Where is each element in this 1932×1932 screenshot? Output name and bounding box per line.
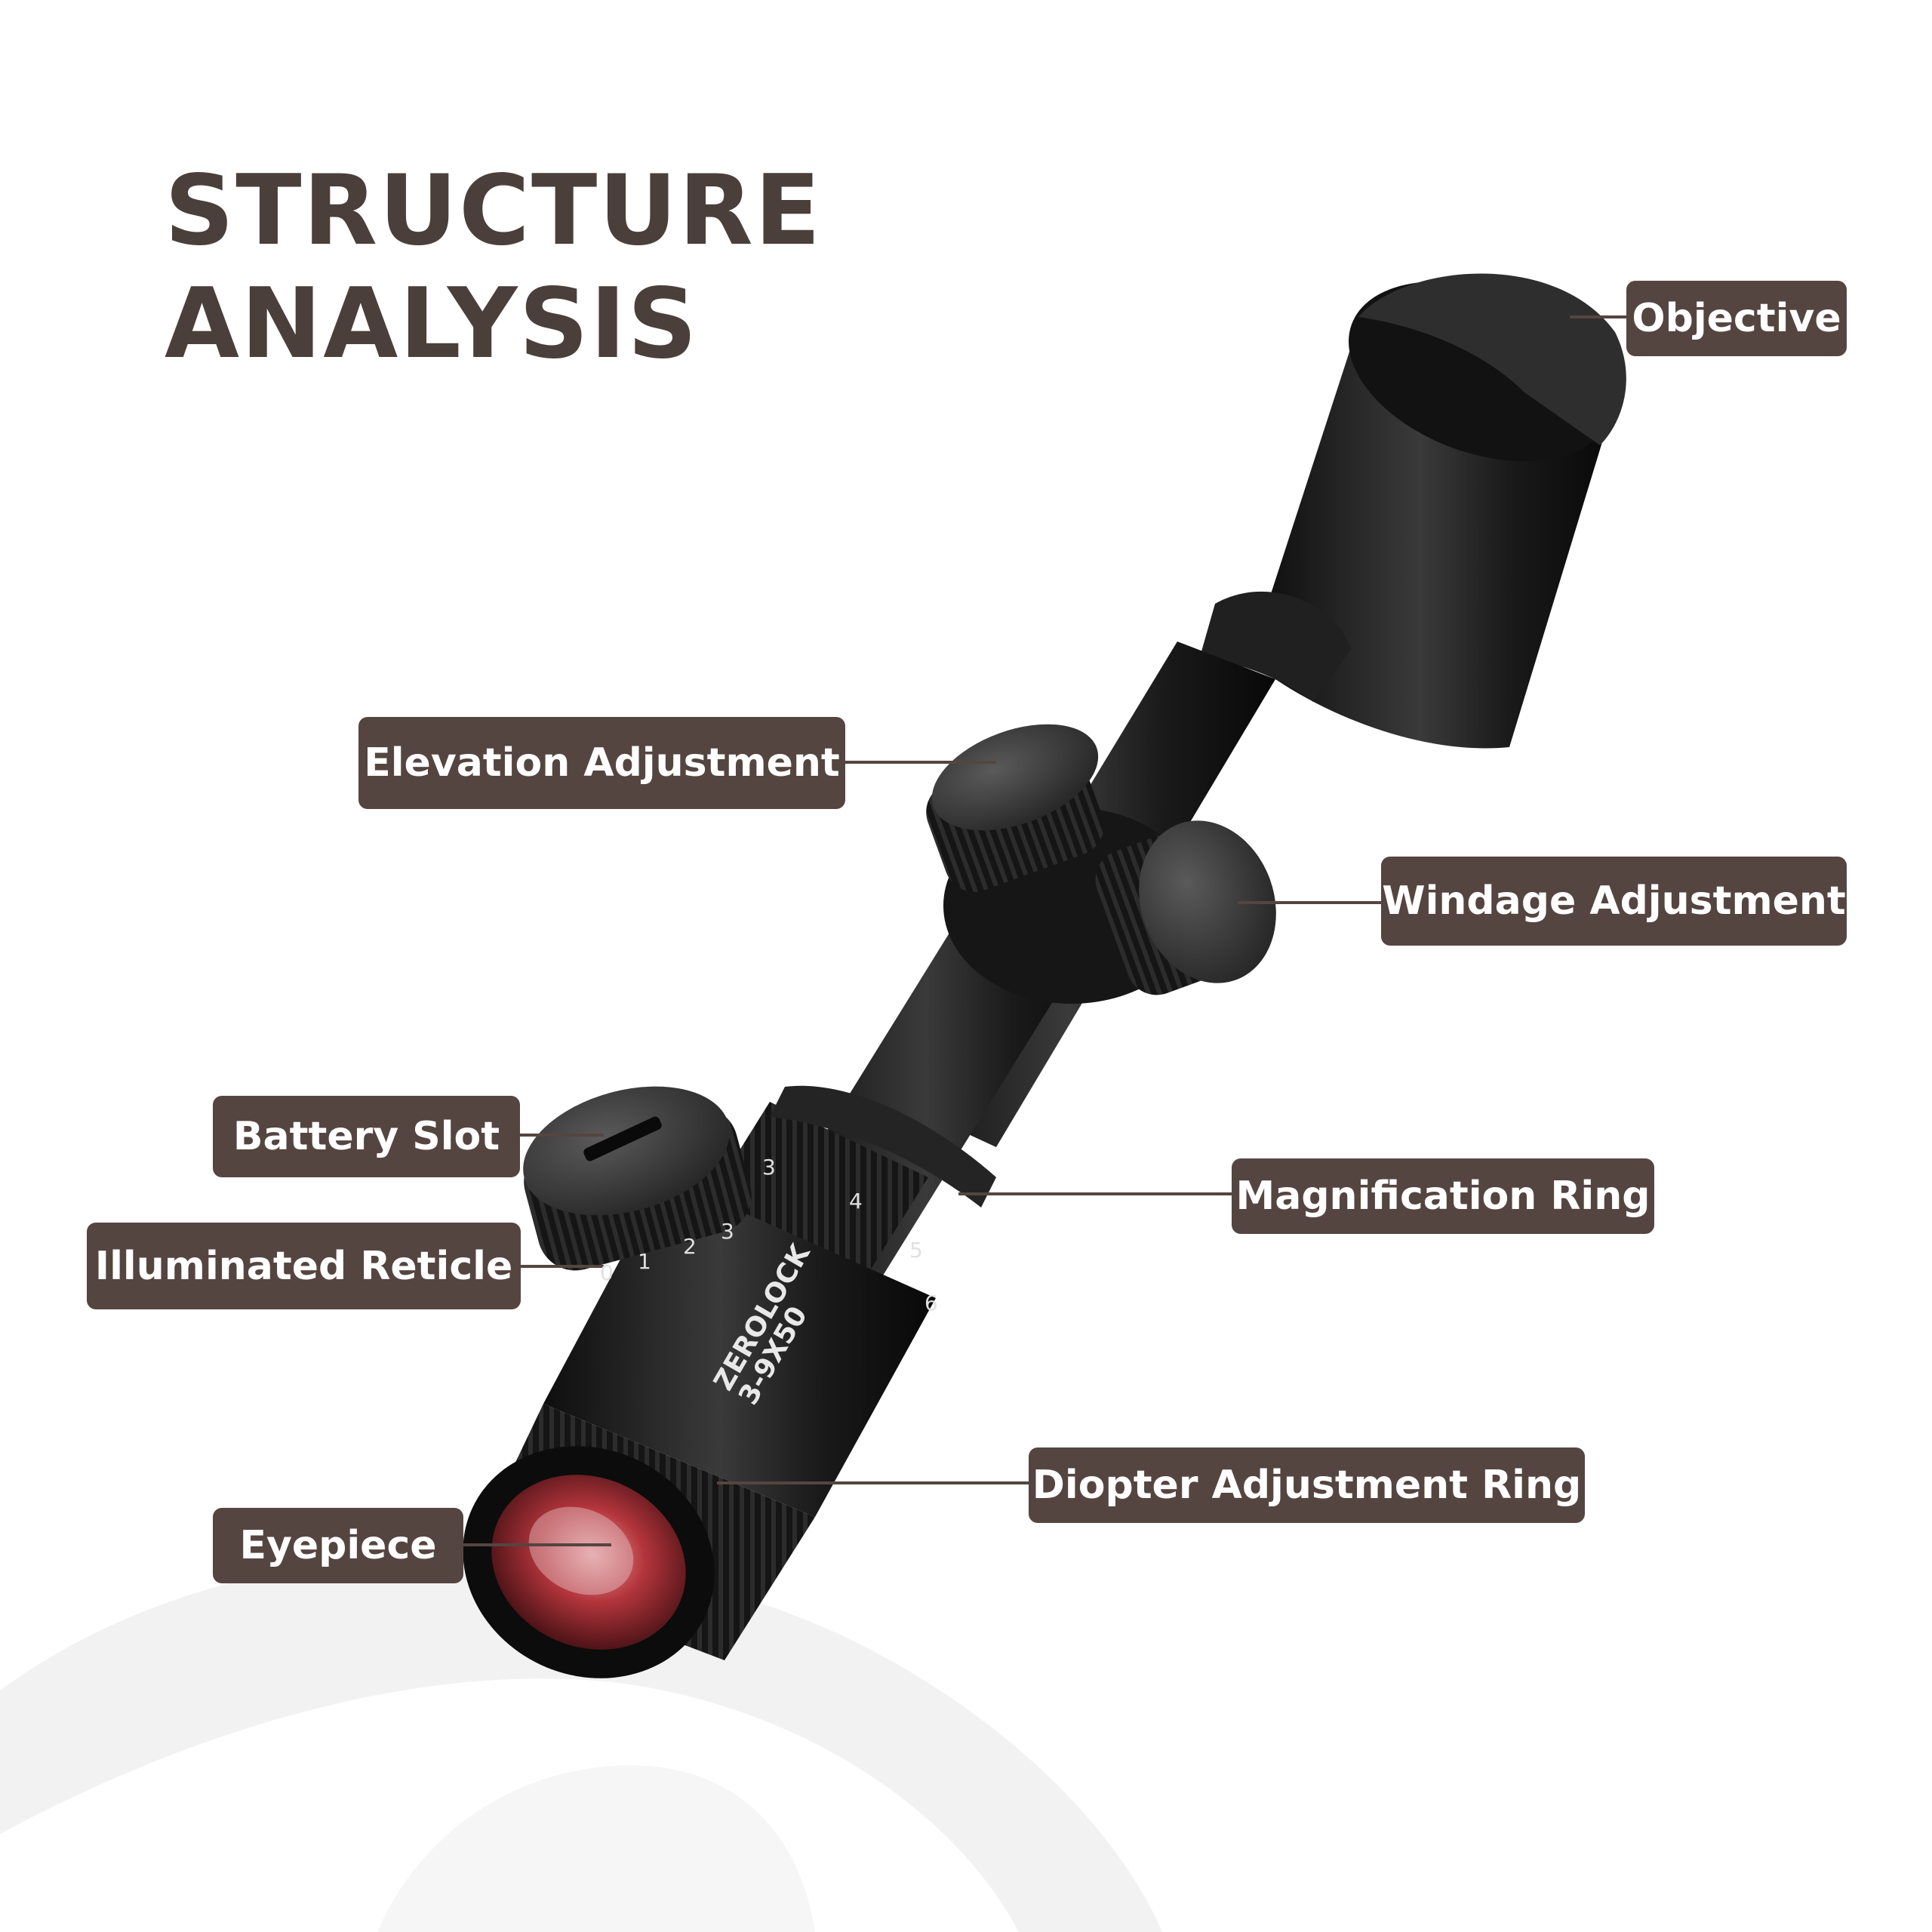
label-elevation-adjustment: Elevation Adjustment: [358, 717, 845, 809]
watermark-logo: [0, 1554, 1162, 1932]
title-line-2: ANALYSIS: [165, 268, 699, 380]
windage-turret: [1095, 820, 1276, 995]
label-diopter-adjustment-ring: Diopter Adjustment Ring: [1029, 1447, 1585, 1523]
dial-number: 2: [683, 1234, 697, 1259]
dial-number: 3: [721, 1219, 734, 1244]
label-illuminated-reticle: Illuminated Reticle: [87, 1223, 521, 1309]
dial-number: 5: [909, 1238, 923, 1263]
dial-number: 4: [849, 1189, 863, 1214]
dial-number: 6: [924, 1291, 938, 1315]
label-eyepiece: Eyepiece: [213, 1508, 463, 1583]
eyepiece-lens: [491, 1475, 686, 1650]
battery-slot-groove: [583, 1116, 662, 1161]
leader-lines: [462, 315, 1626, 1546]
label-windage-adjustment: Windage Adjustment: [1381, 857, 1847, 946]
label-objective: Objective: [1626, 281, 1847, 356]
eyepiece-housing: [463, 1177, 936, 1678]
illumination-turret: [523, 1086, 752, 1271]
label-battery-slot: Battery Slot: [213, 1096, 520, 1177]
page-title: STRUCTURE ANALYSIS: [165, 155, 822, 381]
illumination-dial-numbers: 0 1 2 3: [585, 1219, 766, 1287]
dial-number: 3: [762, 1155, 776, 1180]
dial-number: 0: [600, 1260, 614, 1285]
label-magnification-ring: Magnification Ring: [1232, 1158, 1654, 1234]
elevation-turret: [926, 724, 1104, 892]
title-line-1: STRUCTURE: [165, 155, 823, 267]
magnification-dial-numbers: 3 4 5 6: [747, 1155, 943, 1328]
objective-bell: [1200, 273, 1626, 749]
dial-number: 1: [638, 1249, 651, 1274]
